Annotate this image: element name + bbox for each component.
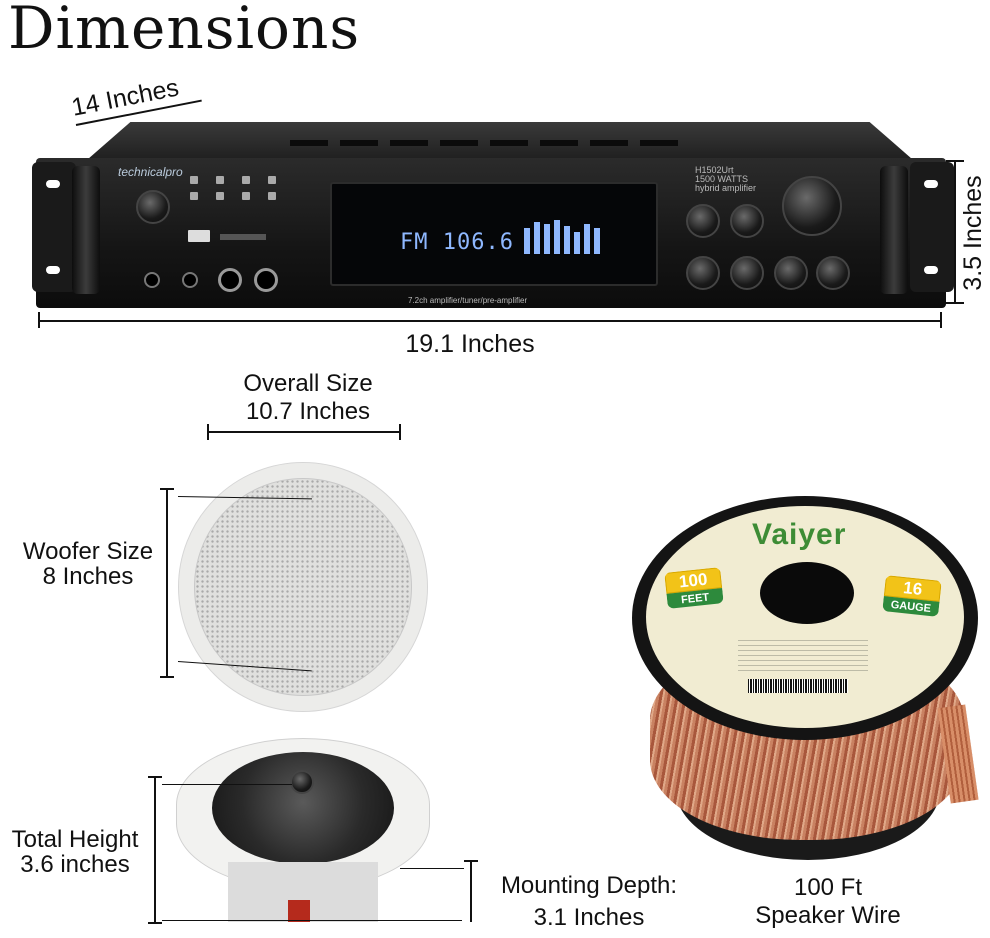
speaker-grille bbox=[194, 478, 412, 696]
usb-port-icon bbox=[188, 230, 210, 242]
spool-features-text bbox=[738, 636, 868, 672]
gauge-badge: 16 GAUGE bbox=[882, 575, 942, 617]
sub-out-knob bbox=[686, 204, 720, 238]
height-dimension-line bbox=[954, 160, 956, 304]
height-dimension-cap-top bbox=[946, 160, 964, 162]
total-height-line bbox=[154, 776, 156, 924]
treble-knob bbox=[774, 256, 808, 290]
woofer-dimension-line bbox=[166, 488, 168, 678]
width-dimension-cap-right bbox=[940, 312, 942, 328]
woofer-size-value: 8 Inches bbox=[42, 563, 134, 590]
woofer-cap-bottom bbox=[160, 676, 174, 678]
amplifier-model-text: H1502Urt 1500 WATTS hybrid amplifier bbox=[695, 166, 756, 193]
amplifier-type-text: hybrid amplifier bbox=[695, 183, 757, 193]
sd-card-slot bbox=[220, 234, 266, 240]
mp3-jack bbox=[144, 272, 160, 288]
headphone-jack bbox=[182, 272, 198, 288]
mounting-depth-title: Mounting Depth: bbox=[500, 872, 678, 899]
width-dimension-line bbox=[38, 320, 942, 322]
model-number: H1502Urt bbox=[695, 165, 734, 175]
mic2-jack bbox=[254, 268, 278, 292]
mounting-depth-line bbox=[470, 860, 472, 922]
spectrum-meter bbox=[524, 218, 604, 254]
overall-size-line bbox=[207, 431, 401, 433]
bass-knob bbox=[730, 256, 764, 290]
total-height-leader-top bbox=[162, 784, 292, 785]
height-dimension-cap-bottom bbox=[946, 302, 964, 304]
wattage-text: 1500 WATTS bbox=[695, 174, 749, 184]
width-dimension-cap-left bbox=[38, 312, 40, 328]
mic1-jack bbox=[218, 268, 242, 292]
length-badge: 100 FEET bbox=[664, 567, 724, 609]
amplifier-display bbox=[330, 182, 658, 286]
mounting-depth-value: 3.1 Inches bbox=[533, 904, 645, 931]
woofer-cap-top bbox=[160, 488, 174, 490]
wire-caption-length: 100 Ft bbox=[793, 874, 863, 901]
total-height-value: 3.6 inches bbox=[20, 851, 130, 878]
overall-size-cap-right bbox=[399, 424, 401, 440]
amplifier-width-label: 19.1 Inches bbox=[405, 330, 535, 358]
master-volume-knob bbox=[782, 176, 842, 236]
overall-size-value: 10.7 Inches bbox=[245, 398, 371, 425]
total-height-cap-bottom bbox=[148, 922, 162, 924]
total-height-leader-bottom bbox=[162, 920, 462, 921]
amplifier-caption: 7.2ch amplifier/tuner/pre-amplifier bbox=[408, 296, 528, 305]
mounting-depth-cap-top bbox=[464, 860, 478, 862]
pre-out-knob bbox=[730, 204, 764, 238]
amplifier-height-label: 3.5 Inches bbox=[959, 175, 987, 291]
mounting-depth-leader bbox=[400, 868, 464, 869]
amplifier-button-grid bbox=[190, 176, 280, 220]
wire-caption-type: Speaker Wire bbox=[755, 902, 901, 929]
amplifier-brand-logo: technicalpro bbox=[118, 165, 183, 179]
power-knob bbox=[136, 190, 170, 224]
tweeter bbox=[290, 770, 314, 794]
mic-vol-knob bbox=[686, 256, 720, 290]
total-height-cap-top bbox=[148, 776, 162, 778]
spool-center-hole bbox=[760, 562, 854, 624]
overall-size-title: Overall Size bbox=[243, 370, 373, 397]
woofer-size-title: Woofer Size bbox=[22, 538, 154, 565]
page-title: Dimensions bbox=[8, 0, 361, 62]
rack-ear-right bbox=[910, 162, 954, 292]
woofer-cone bbox=[212, 752, 394, 864]
total-height-title: Total Height bbox=[11, 826, 139, 853]
rack-handle-right bbox=[880, 166, 908, 294]
rack-handle-left bbox=[72, 166, 100, 294]
amplifier-vents bbox=[290, 140, 710, 146]
barcode bbox=[748, 679, 848, 693]
rack-ear-left bbox=[32, 162, 76, 292]
mic-echo-knob bbox=[816, 256, 850, 290]
speaker-terminal bbox=[288, 900, 310, 922]
vaiyer-brand-logo: Vaiyer bbox=[752, 518, 847, 551]
radio-frequency-readout: FM 106.6 bbox=[400, 230, 514, 255]
overall-size-cap-left bbox=[207, 424, 209, 440]
